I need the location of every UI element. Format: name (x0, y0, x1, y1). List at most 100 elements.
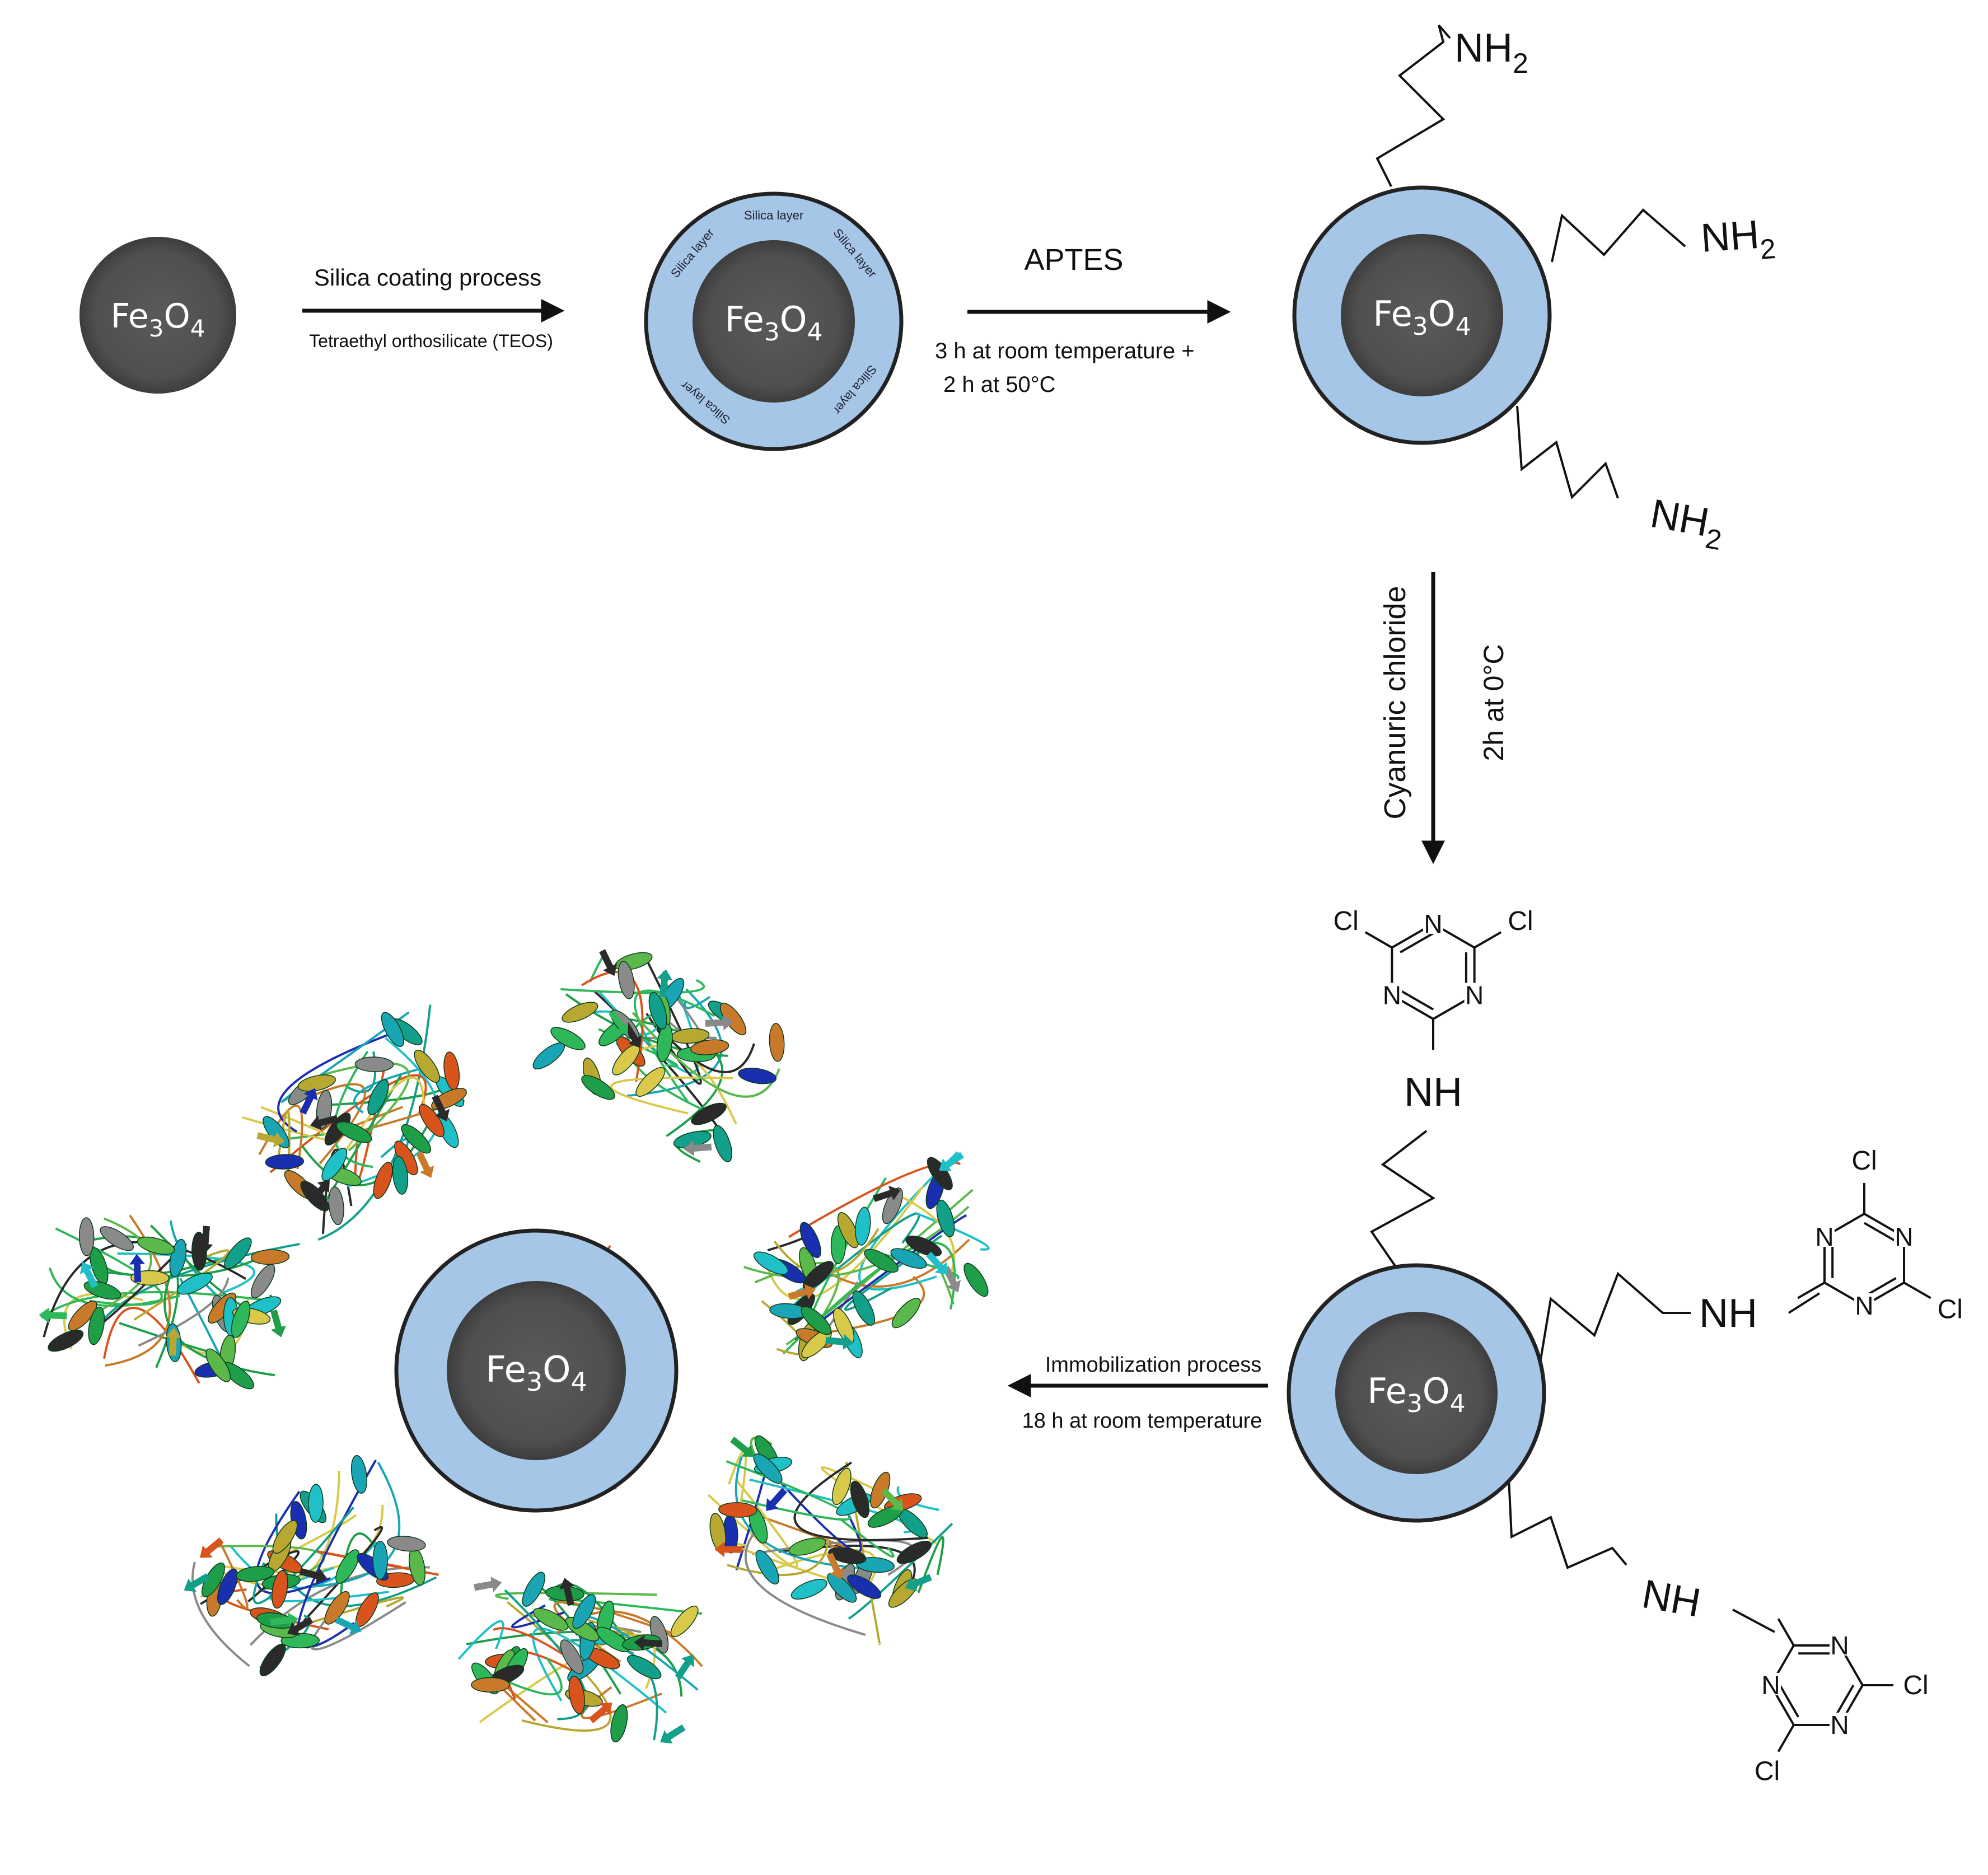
step2-label: APTES (1024, 243, 1123, 277)
enzyme-helix (100, 1226, 134, 1251)
enzyme-strand (660, 1724, 686, 1744)
enzyme-strand (39, 1307, 67, 1324)
nh-label-bottom: NH (1639, 1572, 1704, 1626)
enzyme-helix (581, 1075, 615, 1100)
enzyme-helix (656, 1023, 673, 1063)
enzyme-loop (917, 1536, 944, 1593)
immobilized-enzymes (39, 949, 990, 1744)
enzyme-helix (259, 1643, 286, 1677)
enzyme-loop (301, 1123, 429, 1186)
enzyme-strand (714, 1541, 743, 1558)
enzyme-helix (250, 1249, 290, 1265)
core-label-1: Fe3O4 (111, 297, 205, 342)
enzyme-helix (670, 1605, 699, 1637)
chlorine-atom: Cl (1938, 1295, 1963, 1325)
enzyme-cluster (184, 1455, 439, 1677)
enzyme-helix (387, 1536, 426, 1552)
enzyme-strand (926, 1251, 948, 1275)
enzyme-helix (596, 1626, 630, 1652)
enzyme-loop (269, 1074, 427, 1173)
enzyme-strand (825, 1334, 854, 1350)
enzyme-strand (705, 1014, 733, 1031)
step2-condition-1: 3 h at room temperature + (935, 339, 1195, 363)
enzyme-helix (788, 1537, 826, 1556)
substituent-bond (1474, 931, 1502, 949)
aptes-chain-right (1551, 208, 1686, 263)
enzyme-cluster (39, 1214, 300, 1390)
enzyme-strand (299, 1568, 328, 1584)
enzyme-loop (191, 1561, 250, 1667)
enzyme-helix (88, 1306, 105, 1345)
enzyme-helix (738, 1068, 777, 1084)
enzyme-helix (373, 1162, 393, 1199)
atom-mask (1830, 1713, 1850, 1736)
enzyme-loop (656, 1025, 755, 1073)
enzyme-loop (848, 1522, 953, 1620)
enzyme-helix (790, 1579, 827, 1600)
enzyme-helix (48, 1330, 84, 1352)
enzyme-helix (850, 1480, 869, 1518)
enzyme-helix (753, 1453, 783, 1484)
enzyme-helix (799, 1222, 821, 1259)
enzyme-helix (852, 1290, 875, 1326)
step2-condition-2: 2 h at 50°C (943, 372, 1056, 397)
enzyme-helix (522, 1572, 545, 1607)
triazine-double-bond (1863, 1222, 1897, 1242)
enzyme-helix (626, 1655, 662, 1680)
enzyme-helix (755, 1550, 779, 1585)
enzyme-loop (310, 1601, 406, 1650)
nitrogen-atom: N (1895, 1222, 1913, 1251)
atom-mask (1382, 983, 1402, 1006)
enzyme-loop (763, 1185, 924, 1301)
enzyme-helix (618, 961, 635, 999)
enzyme-helix (560, 1639, 584, 1675)
enzyme-helix (896, 1540, 932, 1564)
core-label-2: Fe3O4 (724, 299, 822, 347)
enzyme-helix (754, 1251, 789, 1275)
enzyme-helix (217, 1568, 238, 1605)
chlorine-atom: Cl (1755, 1756, 1780, 1786)
atom-mask (1854, 1293, 1874, 1316)
chlorine-atom: Cl (1508, 906, 1533, 936)
enzyme-helix (372, 1541, 388, 1580)
enzyme-helix (891, 1298, 921, 1329)
enzyme-strand (335, 1616, 362, 1635)
nitrogen-atom: N (1855, 1291, 1873, 1320)
enzyme-helix (78, 1217, 95, 1256)
enzyme-loop (97, 1256, 263, 1278)
enzyme-strand (474, 1577, 502, 1592)
nitrogen-atom: N (1815, 1222, 1833, 1251)
enzyme-strand (79, 1261, 99, 1289)
nh-label-top: NH (1404, 1070, 1462, 1115)
nitrogen-atom: N (1830, 1631, 1849, 1660)
enzyme-helix (837, 1212, 859, 1249)
enzyme-helix (718, 1502, 757, 1518)
enzyme-helix (401, 1124, 432, 1154)
enzyme-helix (297, 1074, 336, 1092)
atom-mask (1830, 1633, 1850, 1656)
enzyme-loop (560, 979, 705, 994)
atom-mask (1894, 1224, 1915, 1247)
enzyme-strand (657, 969, 673, 998)
step1-reagent: Tetraethyl orthosilicate (TEOS) (309, 331, 553, 351)
enzyme-strand (788, 1284, 816, 1300)
chlorine-atom: Cl (1851, 1146, 1877, 1176)
step4-label: Immobilization process (1045, 1353, 1261, 1377)
enzyme-loop (138, 1277, 230, 1347)
enzyme-helix (354, 1056, 394, 1072)
enzyme-strand (881, 1488, 904, 1511)
step4-arrow-group: Immobilization process 18 h at room temp… (1007, 1353, 1268, 1433)
enzyme-helix (265, 1154, 305, 1170)
enzyme-loop (634, 989, 715, 1104)
atom-mask (1761, 1673, 1781, 1695)
enzyme-helix (471, 1677, 510, 1693)
enzyme-strand (588, 1703, 612, 1724)
enzyme-helix (335, 1549, 360, 1584)
enzyme-helix (890, 1248, 927, 1269)
triazine-double-bond (1834, 1684, 1855, 1718)
step3-condition: 2h at 0°C (1478, 644, 1509, 761)
enzyme-strand (559, 1578, 575, 1606)
